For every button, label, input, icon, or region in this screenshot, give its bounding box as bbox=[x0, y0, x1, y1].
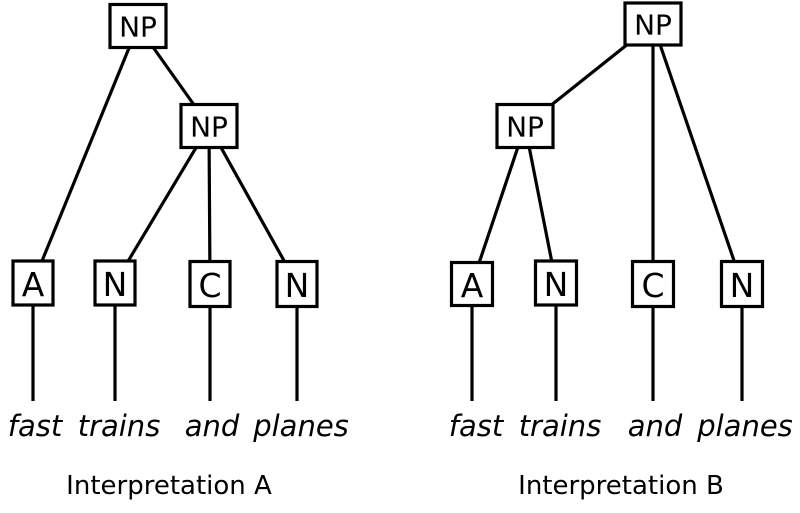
node-box-np bbox=[108, 2, 168, 50]
node-label-np: NP bbox=[634, 9, 672, 42]
tree-edge bbox=[470, 125, 527, 285]
tree-edge bbox=[523, 125, 558, 284]
node-label-a: A bbox=[22, 265, 45, 304]
node-box-n bbox=[719, 259, 765, 309]
word-and: and bbox=[628, 409, 683, 443]
node-label-n: N bbox=[285, 266, 310, 305]
word-and: and bbox=[185, 409, 240, 443]
node-label-a: A bbox=[461, 266, 484, 305]
node-box-np bbox=[179, 102, 239, 150]
node-box-c bbox=[630, 259, 676, 309]
node-box-np bbox=[495, 102, 555, 150]
node-box-n bbox=[533, 259, 579, 307]
node-box-a bbox=[449, 260, 495, 308]
word-fast: fast bbox=[8, 409, 64, 443]
word-trains: trains bbox=[78, 409, 161, 443]
node-label-n: N bbox=[103, 265, 128, 304]
node-label-n: N bbox=[544, 265, 569, 304]
node-label-n: N bbox=[730, 266, 755, 305]
node-box-np bbox=[623, 1, 683, 47]
node-label-c: C bbox=[641, 266, 664, 305]
node-label-c: C bbox=[198, 266, 221, 305]
word-planes: planes bbox=[696, 409, 793, 443]
node-box-c bbox=[188, 259, 232, 309]
word-trains: trains bbox=[519, 409, 602, 443]
node-label-np: NP bbox=[119, 11, 157, 44]
node-box-n bbox=[93, 259, 137, 307]
node-box-a bbox=[11, 259, 55, 307]
tree-edge bbox=[207, 125, 212, 285]
tree-edge bbox=[31, 25, 140, 284]
node-label-np: NP bbox=[506, 111, 544, 144]
caption-interpretation-b: Interpretation B bbox=[518, 471, 724, 501]
word-planes: planes bbox=[252, 409, 349, 443]
node-label-np: NP bbox=[190, 111, 228, 144]
tree-edge bbox=[651, 23, 744, 285]
node-box-n bbox=[275, 259, 319, 309]
tree-edge bbox=[113, 125, 211, 284]
caption-interpretation-a: Interpretation A bbox=[66, 471, 272, 501]
tree-edge bbox=[207, 125, 299, 285]
word-fast: fast bbox=[449, 409, 505, 443]
